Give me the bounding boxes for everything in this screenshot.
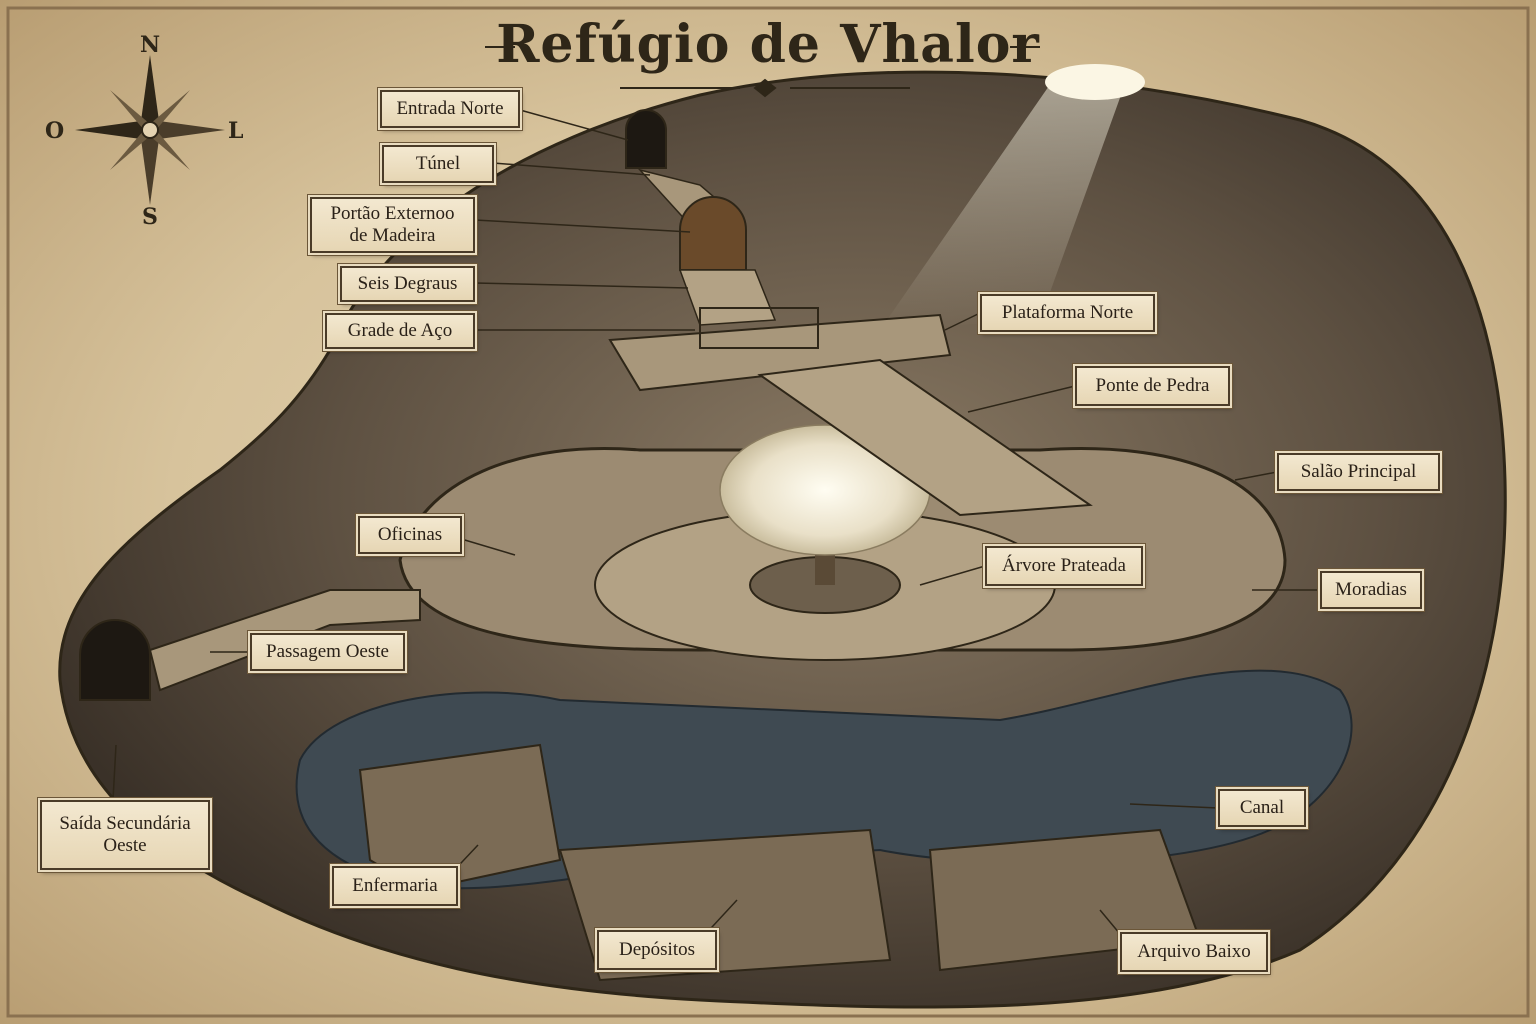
label-portao-externo: Portão Externoo de Madeira	[310, 197, 475, 253]
wooden-gate	[679, 196, 747, 271]
compass-west-label: O	[45, 118, 65, 144]
label-depositos: Depósitos	[597, 930, 717, 970]
label-saida-line2: Oeste	[103, 835, 147, 856]
label-portao-line1: Portão Externoo	[330, 203, 455, 224]
compass-south-label: S	[142, 204, 158, 230]
label-passagem-oeste: Passagem Oeste	[250, 633, 405, 671]
six-steps	[678, 269, 777, 326]
label-canal: Canal	[1218, 789, 1306, 827]
enfermaria-chamber	[358, 743, 562, 892]
label-portao-line2: de Madeira	[349, 225, 436, 246]
leader-lines	[112, 109, 1320, 941]
parchment-border	[6, 6, 1530, 1018]
steel-railing	[699, 307, 819, 349]
label-salao-principal: Salão Principal	[1277, 453, 1440, 491]
ceiling-opening	[1045, 64, 1145, 100]
label-moradias: Moradias	[1320, 571, 1422, 609]
entrance-arch	[625, 109, 667, 169]
map-title: Refúgio de Vhalor	[496, 14, 1040, 75]
label-entrada-norte: Entrada Norte	[380, 90, 520, 128]
label-seis-degraus: Seis Degraus	[340, 266, 475, 302]
north-platform	[608, 313, 952, 392]
label-saida-secundaria: Saída Secundária Oeste	[40, 800, 210, 870]
stone-bridge	[757, 358, 1093, 517]
label-arquivo-baixo: Arquivo Baixo	[1120, 932, 1268, 972]
compass-north-label: N	[140, 32, 161, 58]
label-ponte-pedra: Ponte de Pedra	[1075, 366, 1230, 406]
west-exit-arch	[79, 619, 151, 701]
label-oficinas: Oficinas	[358, 516, 462, 554]
compass-rose	[75, 55, 225, 205]
label-plataforma-norte: Plataforma Norte	[980, 294, 1155, 332]
label-arvore-prateada: Árvore Prateada	[985, 546, 1143, 586]
label-saida-line1: Saída Secundária	[59, 813, 191, 834]
label-grade-aco: Grade de Aço	[325, 313, 475, 349]
title-ornament	[485, 46, 1040, 98]
compass-east-label: L	[228, 118, 244, 144]
light-beam	[880, 70, 1130, 330]
label-enfermaria: Enfermaria	[332, 866, 458, 906]
label-tunel: Túnel	[382, 145, 494, 183]
